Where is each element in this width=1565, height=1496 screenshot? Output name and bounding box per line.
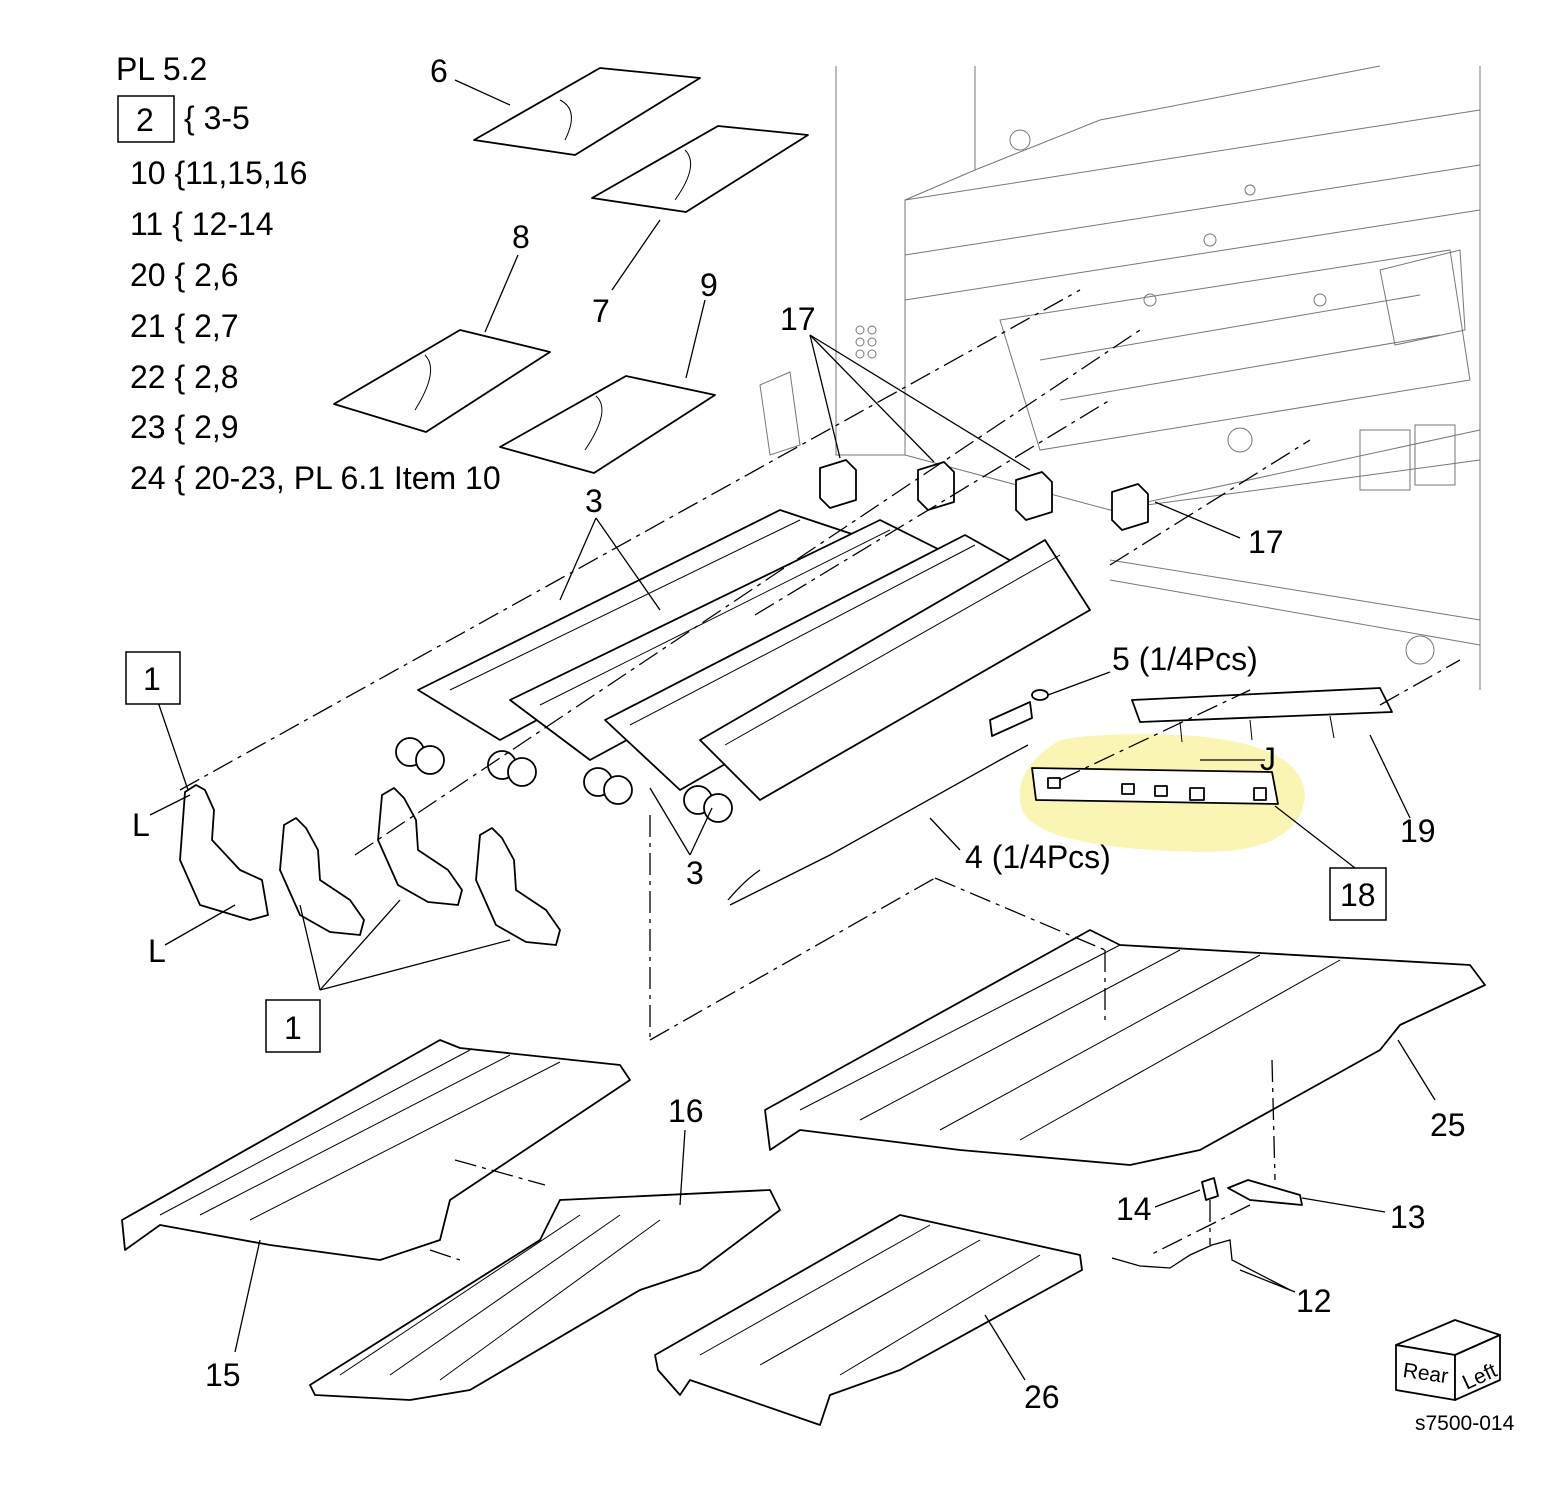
legend-line-1: 10 {11,15,16 — [130, 155, 307, 191]
drum-cartridges — [395, 509, 1091, 823]
bag-6 — [473, 67, 701, 156]
assembly-lines — [179, 289, 1461, 1261]
bag-7 — [591, 125, 809, 213]
sensor-14 — [1201, 1177, 1219, 1201]
clip-1 — [819, 459, 857, 509]
callout-3-bottom: 3 — [686, 855, 704, 891]
legend-line-3: 20 { 2,6 — [130, 257, 239, 293]
callout-7: 7 — [592, 293, 610, 329]
callout-26: 26 — [1024, 1379, 1060, 1415]
callout-25: 25 — [1430, 1107, 1466, 1143]
callout-box-18 — [1329, 867, 1387, 921]
callout-12: 12 — [1296, 1283, 1332, 1319]
pwb-13 — [1227, 1179, 1303, 1206]
figure-id: s7500-014 — [1415, 1412, 1515, 1435]
items-4-5 — [727, 689, 1049, 906]
clip-4 — [1111, 483, 1149, 531]
callout-16: 16 — [668, 1093, 704, 1129]
callout-19: 19 — [1400, 813, 1436, 849]
tray-26 — [654, 1214, 1083, 1426]
callout-4: 4 (1/4Pcs) — [965, 839, 1111, 875]
legend-line-7: 24 { 20-23, PL 6.1 Item 10 — [130, 460, 501, 496]
rail-2 — [279, 817, 365, 936]
legend-box-2 — [117, 95, 175, 143]
callout-l-top: L — [132, 807, 150, 843]
legend-line-0: { 3-5 — [184, 100, 250, 136]
trays — [121, 929, 1486, 1426]
legend: PL 5.2 2 { 3-5 10 {11,15,16 11 { 12-14 2… — [116, 51, 501, 496]
callout-18: 18 — [1340, 877, 1376, 913]
callout-14: 14 — [1116, 1191, 1152, 1227]
tray-25 — [764, 929, 1486, 1166]
callout-box-1-bottom — [265, 999, 321, 1053]
legend-line-5: 22 { 2,8 — [130, 359, 239, 395]
callout-13: 13 — [1390, 1199, 1426, 1235]
callout-9: 9 — [700, 267, 718, 303]
bag-8 — [333, 329, 551, 433]
callout-1-bottom: 1 — [284, 1010, 302, 1046]
rail-3 — [377, 787, 463, 906]
legend-line-2: 11 { 12-14 — [130, 206, 274, 242]
tray-15 — [121, 1039, 631, 1261]
items-12-14 — [1111, 1177, 1303, 1291]
clips-17 — [819, 459, 1149, 531]
callout-5: 5 (1/4Pcs) — [1112, 641, 1258, 677]
callout-17-right: 17 — [1248, 524, 1284, 560]
callout-17-top: 17 — [780, 301, 816, 337]
legend-ref-2: 2 — [136, 102, 154, 138]
rail-4 — [475, 827, 561, 946]
clip-2 — [917, 461, 955, 511]
callout-box-1-top — [125, 651, 181, 705]
callouts: 6 7 8 9 17 17 3 3 1 1 L L J 5 (1/4Pcs) 4… — [125, 53, 1466, 1415]
callout-3-top: 3 — [585, 483, 603, 519]
packaging-bags — [333, 67, 809, 474]
rails-1 — [179, 784, 561, 946]
callout-j: J — [1260, 741, 1276, 777]
legend-line-4: 21 { 2,7 — [130, 308, 239, 344]
callout-6: 6 — [430, 53, 448, 89]
machine-frame — [759, 65, 1481, 690]
bag-9 — [499, 375, 716, 474]
harness-12 — [1111, 1239, 1291, 1291]
callout-1-top: 1 — [143, 661, 161, 697]
highlighted-part-18 — [1019, 687, 1393, 852]
callout-l-bottom: L — [148, 933, 166, 969]
leader-lines — [149, 79, 1436, 1381]
legend-line-6: 23 { 2,9 — [130, 409, 239, 445]
rail-left-l — [179, 784, 269, 921]
orientation-cube: Rear Left — [1395, 1319, 1501, 1401]
tray-16 — [309, 1189, 781, 1401]
legend-title: PL 5.2 — [116, 51, 207, 87]
callout-8: 8 — [512, 219, 530, 255]
bracket-19 — [1131, 687, 1393, 723]
clip-3 — [1015, 471, 1053, 521]
callout-15: 15 — [205, 1357, 241, 1393]
drum-cartridge-4 — [699, 539, 1091, 801]
